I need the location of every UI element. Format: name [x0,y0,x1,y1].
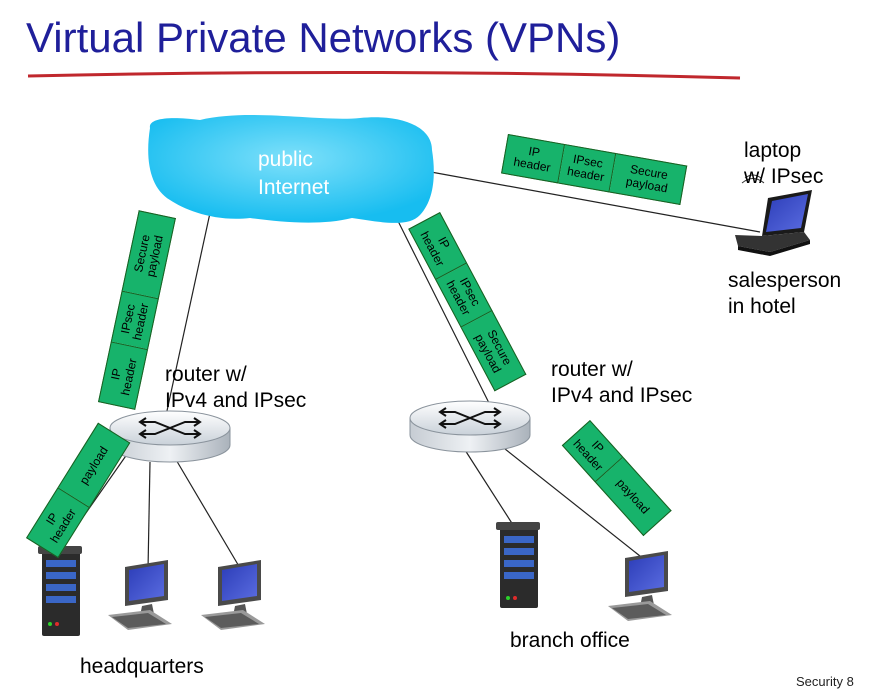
cloud-line-2: Internet [258,176,330,199]
branch-pc-monitor-icon [608,551,672,621]
link-branch-router [389,204,491,406]
branch-router-label: router w/ IPv4 and IPsec [551,357,692,409]
laptop-label-line-1: laptop [744,139,802,162]
branch-server-icon [496,522,540,608]
branch-router-icon [409,400,531,453]
link-branch-server [464,449,516,529]
laptop-icon [735,174,812,256]
hq-pc1-monitor-icon [108,560,172,630]
link-branch-pc [499,444,646,561]
internet-cloud [148,115,434,223]
laptop-label: laptop w/ IPsec [744,138,823,190]
salesperson-line-1: salesperson [728,269,842,292]
laptop-label-line-2: w/ IPsec [744,165,824,188]
hq-router-line-2: IPv4 and IPsec [165,389,307,412]
hq-server-icon [38,546,82,636]
salesperson-label: salesperson in hotel [728,268,841,320]
branch-router-line-2: IPv4 and IPsec [551,384,693,407]
hq-pc2-monitor-icon [201,560,265,630]
cloud-line-1: public [258,148,313,171]
links [59,169,761,571]
hq-router-line-1: router w/ [165,363,247,386]
link-hq-pc1 [147,461,151,571]
hq-router-label: router w/ IPv4 and IPsec [165,362,306,414]
headquarters-label: headquarters [80,655,204,678]
page-title: Virtual Private Networks (VPNs) [26,14,621,61]
slide-footer: Security 8 [796,674,854,689]
salesperson-line-2: in hotel [728,295,796,318]
internet-cloud-label: public Internet [258,146,329,202]
link-hq-router [164,189,216,421]
branch-router-line-1: router w/ [551,358,633,381]
link-hq-pc2 [174,457,241,569]
title-underline [27,70,741,80]
branch-office-label: branch office [510,629,630,652]
link-laptop [419,169,761,233]
hq-router-icon [109,410,231,463]
